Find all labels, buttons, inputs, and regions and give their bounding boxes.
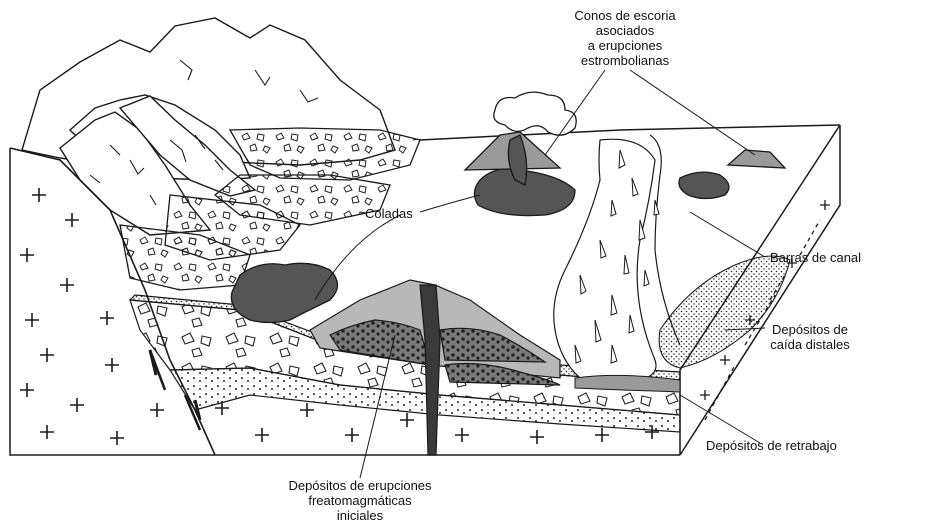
label-depositos-freatomagmaticos: Depósitos de erupciones freatomagmáticas… [270,478,450,523]
label-depositos-retrabajo: Depósitos de retrabajo [706,438,837,453]
label-depositos-caida-distales: Depósitos de caída distales [760,322,860,352]
label-barras-de-canal: Barras de canal [770,250,861,265]
label-conos-de-escoria: Conos de escoria asociados a erupciones … [550,8,700,68]
label-coladas: Coladas [365,206,413,221]
